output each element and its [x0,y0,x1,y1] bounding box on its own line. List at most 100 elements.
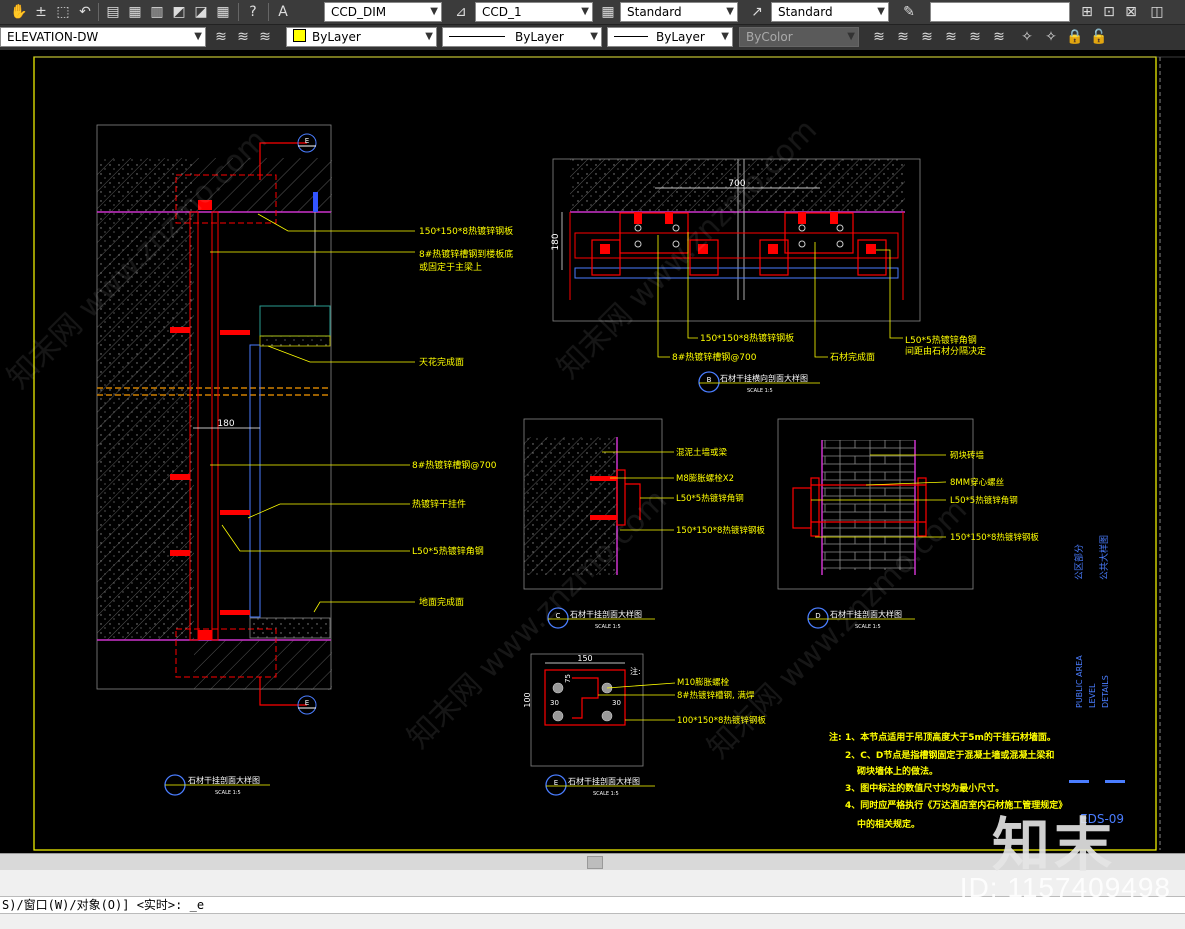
title-block-cn-1: 公区部分 [1073,544,1085,580]
detail-c: 混泥土墙或梁 M8膨胀螺栓X2 L50*5热镀锌角钢 150*150*8热镀锌钢… [523,418,765,630]
layer-unlock2-icon[interactable]: 🔓 [1090,29,1108,45]
color-select[interactable]: ByLayer▼ [286,27,437,47]
multileader-select[interactable]: Standard▼ [771,2,889,22]
callout-or-main-beam: 或固定于主梁上 [419,261,482,273]
callout-angle-steel: L50*5热镀锌角钢 [412,545,484,557]
linetype-preview-icon [449,36,505,37]
layer-freeze-icon[interactable]: ≋ [921,29,933,45]
layer-lock-icon[interactable]: ≋ [945,29,957,45]
multileader-style-select[interactable]: CCD_1▼ [475,2,593,22]
c-callout-angle: L50*5热镀锌角钢 [676,493,744,504]
callout-floor-finish: 地面完成面 [419,596,464,608]
color-swatch-icon [293,29,306,42]
title-block-en-3: DETAILS [1101,675,1110,708]
note-2: 2、C、D节点是指槽钢固定于混凝土墙或混凝土梁和 [845,749,1054,761]
d-callout-brick: 砌块砖墙 [950,450,985,461]
watermark-logo: 知末 [992,811,1117,879]
dimension-style-select[interactable]: CCD_DIM▼ [324,2,442,22]
layer-previous-icon[interactable]: ≋ [237,29,249,45]
detail-c-scale: SCALE 1:5 [595,624,621,630]
callout-channel-to-slab: 8#热镀锌槽钢到楼板底 [419,248,513,260]
plate-detail: 150 100 75 30 30 注: M10膨胀螺栓 8#热镀锌槽钢, 满焊 … [523,653,766,797]
layer-walk-icon[interactable]: ≋ [993,29,1005,45]
match-properties-icon[interactable]: ✎ [903,4,915,20]
left-section-detail: E E 180 150*150*8热镀锌钢板 8#热镀锌槽钢到楼板底 或固定于主… [96,124,513,796]
top-callout-spacing: 间距由石材分隔决定 [905,345,986,357]
help-icon[interactable]: ? [249,4,257,20]
command-history-line[interactable]: S)/窗口(W)/对象(O)] <实时>: _e [0,896,1185,914]
image-icon[interactable]: ⊠ [1125,4,1137,20]
zoom-previous-icon[interactable]: ↶ [79,4,91,20]
multileader-icon[interactable]: ↗ [751,4,763,20]
search-input[interactable] [930,2,1070,22]
layers-toolbar: ELEVATION-DW▼ ≋ ≋ ≋ ByLayer▼ ByLayer▼ By… [0,24,1185,50]
dim-100: 100 [523,692,532,707]
d-callout-angle: L50*5热镀锌角钢 [950,495,1018,506]
watermark-id: ID: 1157409498 [959,872,1171,903]
window-icon[interactable]: ◫ [1150,4,1164,20]
plate-callout-bolt: M10膨胀螺栓 [677,677,730,688]
linetype-select[interactable]: ByLayer▼ [442,27,602,47]
xref-icon[interactable]: ⊡ [1103,4,1115,20]
section-tag-bottom: E [305,699,309,707]
markup-icon[interactable]: ◪ [194,4,208,20]
title-block-en-1: PUBLIC AREA [1075,655,1084,708]
dim-700: 700 [728,179,745,189]
pan-icon[interactable]: ✋ [10,4,28,20]
note-4: 4、同时应严格执行《万达酒店室内石材施工管理规定》 [845,799,1067,811]
callout-channel-700: 8#热镀锌槽钢@700 [412,459,497,471]
text-style-icon[interactable]: A [278,4,288,20]
zoom-window-icon[interactable]: ⬚ [56,4,70,20]
top-callout-steel-plate: 150*150*8热镀锌钢板 [700,332,794,344]
section-tag-top: E [305,137,309,145]
dim-180-top: 180 [551,233,561,250]
plate-detail-scale: SCALE 1:5 [593,791,619,797]
layer-unlock-icon[interactable]: ≋ [969,29,981,45]
title-block-cn-2: 公共大样图 [1098,535,1110,580]
layer-thaw-icon[interactable]: ✧ [1045,29,1057,45]
top-section-detail: 700 180 150*150*8热镀锌钢板 L50*5热镀锌角钢 间距由石材分… [551,158,986,394]
quickcalc-icon[interactable]: ▦ [216,4,230,20]
detail-d-title: 石材干挂剖面大样图 [830,609,902,619]
layer-off-icon[interactable]: ≋ [873,29,885,45]
layer-state-icon[interactable]: ≋ [259,29,271,45]
detail-d-scale: SCALE 1:5 [855,624,881,630]
tool-palettes-icon[interactable]: ▥ [150,4,164,20]
plotstyle-select: ByColor▼ [739,27,859,47]
note-1: 1、本节点适用于吊顶高度大于5m的干挂石材墙面。 [845,731,1056,743]
layer-isolate-icon[interactable]: ≋ [897,29,909,45]
c-callout-concrete: 混泥土墙或梁 [676,447,728,458]
scrollbar-thumb[interactable] [587,856,603,869]
note-2b: 砌块墙体上的做法。 [856,765,938,777]
layer-lock2-icon[interactable]: 🔒 [1066,29,1084,45]
design-center-icon[interactable]: ▦ [128,4,142,20]
notes-label: 注: [829,731,842,743]
dim-150: 150 [577,654,592,663]
annotation-toolbar: ✋ ± ⬚ ↶ ▤ ▦ ▥ ◩ ◪ ▦ ? A CCD_DIM▼ ⊿ CCD_1… [0,0,1185,24]
sheet-set-icon[interactable]: ◩ [172,4,186,20]
layout-icon[interactable]: ⊞ [1081,4,1093,20]
callout-ceiling-finish: 天花完成面 [419,356,464,368]
layer-on-icon[interactable]: ✧ [1021,29,1033,45]
dim-30-left: 30 [550,699,559,707]
horizontal-scrollbar[interactable] [0,853,1185,871]
top-detail-title: 石材干挂横向剖面大样图 [720,373,808,383]
zoom-realtime-icon[interactable]: ± [35,4,47,20]
properties-icon[interactable]: ▤ [106,4,120,20]
left-detail-scale: SCALE 1:5 [215,790,241,796]
top-callout-stone-finish: 石材完成面 [830,351,875,363]
top-detail-tag: B [707,376,712,384]
general-notes: 注: 1、本节点适用于吊顶高度大于5m的干挂石材墙面。 2、C、D节点是指槽钢固… [829,731,1067,830]
detail-d: 砌块砖墙 8MM穿心螺丝 L50*5热镀锌角钢 150*150*8热镀锌钢板 D… [777,418,1039,630]
layer-match-icon[interactable]: ≋ [215,29,227,45]
callout-steel-plate: 150*150*8热镀锌钢板 [419,225,513,237]
lineweight-select[interactable]: ByLayer▼ [607,27,733,47]
table-style-icon[interactable]: ▦ [601,4,615,20]
note-4b: 中的相关规定。 [857,818,920,830]
lineweight-preview-icon [614,36,648,37]
c-callout-bolt: M8膨胀螺栓X2 [676,473,734,484]
table-style-select[interactable]: Standard▼ [620,2,738,22]
drawing-canvas[interactable]: E E 180 150*150*8热镀锌钢板 8#热镀锌槽钢到楼板底 或固定于主… [0,50,1185,853]
layer-select[interactable]: ELEVATION-DW▼ [0,27,206,47]
dimension-style-icon[interactable]: ⊿ [455,4,467,20]
